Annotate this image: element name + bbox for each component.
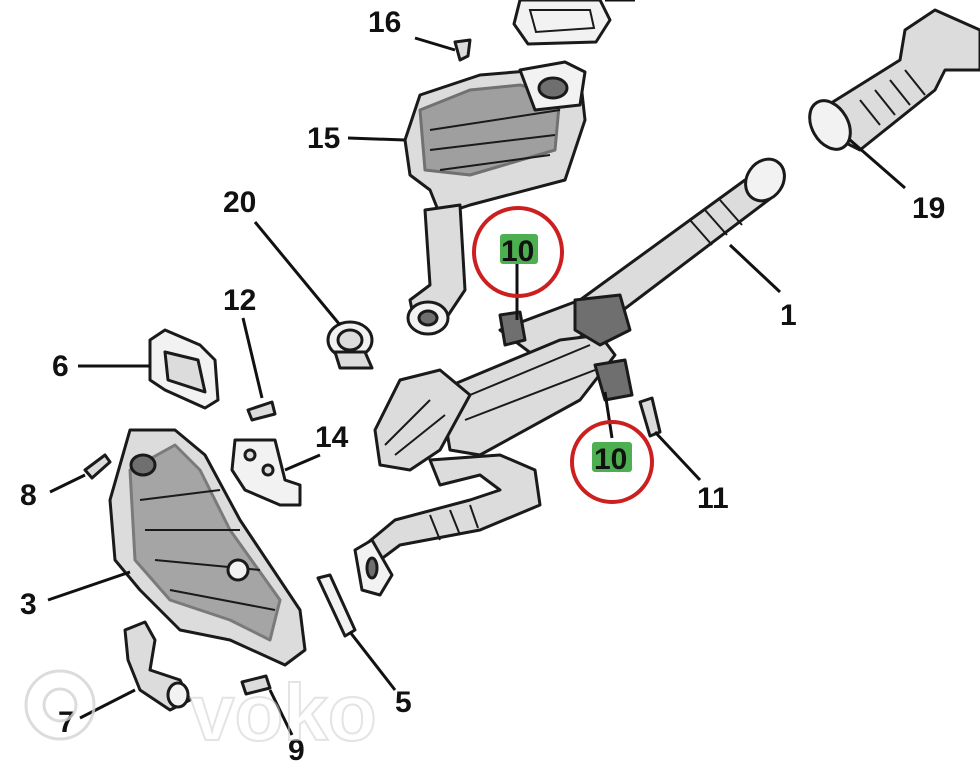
part-9-bolt bbox=[240, 674, 272, 696]
part-8-bolt bbox=[83, 453, 112, 480]
top-gasket-part bbox=[512, 0, 612, 46]
watermark-text: voko bbox=[190, 668, 377, 757]
callout-10-lower: 10 bbox=[594, 443, 627, 476]
callout-10-upper: 10 bbox=[501, 235, 534, 268]
part-15-catalytic-converter bbox=[403, 60, 587, 336]
part-19-pipe bbox=[808, 8, 980, 152]
callout-9: 9 bbox=[288, 734, 305, 767]
leader-lines bbox=[47, 0, 906, 736]
highlight-callout-10-lower: 10 bbox=[570, 420, 654, 504]
callout-14: 14 bbox=[315, 421, 349, 454]
callout-12: 12 bbox=[223, 284, 256, 317]
callout-1: 1 bbox=[780, 299, 797, 332]
part-6-gasket bbox=[148, 328, 220, 410]
highlight-box bbox=[592, 442, 632, 472]
watermark: voko bbox=[24, 667, 378, 758]
highlight-ring bbox=[570, 420, 654, 504]
callout-6: 6 bbox=[52, 350, 69, 383]
part-3-exhaust-manifold bbox=[108, 428, 307, 667]
watermark-logo-icon bbox=[24, 669, 96, 741]
callout-7: 7 bbox=[58, 706, 75, 739]
part-5-gasket bbox=[316, 573, 357, 638]
callout-19: 19 bbox=[912, 192, 945, 225]
highlight-ring bbox=[472, 206, 564, 298]
highlight-callout-10-upper: 10 bbox=[472, 206, 564, 298]
callout-11: 11 bbox=[697, 482, 729, 515]
part-16-bolt bbox=[453, 38, 472, 62]
callout-5: 5 bbox=[395, 686, 412, 719]
callout-16: 16 bbox=[368, 6, 401, 39]
part-12-bolt bbox=[246, 400, 277, 422]
callout-15: 15 bbox=[307, 122, 340, 155]
callout-8: 8 bbox=[20, 479, 37, 512]
lower-pipe-part bbox=[353, 453, 542, 597]
part-20-clamp bbox=[326, 320, 374, 370]
callout-20: 20 bbox=[223, 186, 256, 219]
part-11-bolt bbox=[638, 396, 662, 438]
highlight-box bbox=[500, 234, 538, 264]
callout-3: 3 bbox=[20, 588, 37, 621]
part-14-bracket bbox=[230, 438, 302, 507]
muffler-part bbox=[373, 293, 634, 472]
part-7-pipe bbox=[123, 620, 192, 712]
